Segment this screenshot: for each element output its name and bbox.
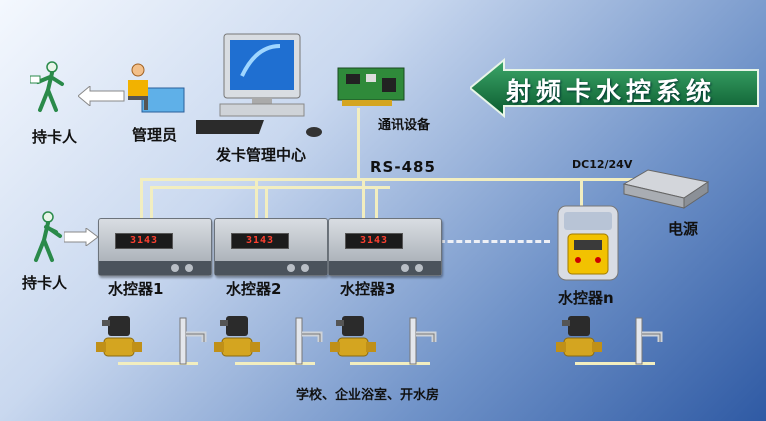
bus-line-mid	[150, 186, 390, 189]
controller-1-display: 3143	[115, 233, 173, 249]
computer-icon	[196, 33, 322, 137]
solenoid-valve-1-icon	[96, 316, 142, 357]
cardholder-bottom-icon	[34, 211, 62, 262]
water-line-1	[118, 362, 198, 365]
power-spec-label: DC12/24V	[572, 158, 633, 171]
controller-3-button	[415, 264, 423, 272]
solenoid-valve-2-icon	[214, 316, 260, 357]
drop-3b	[375, 186, 378, 218]
cardholder-top-icon	[30, 61, 64, 112]
arrow-to-cardholder-icon	[78, 86, 125, 106]
card-center-label: 发卡管理中心	[216, 146, 307, 164]
power-supply-icon	[622, 169, 710, 209]
faucet-n-icon	[635, 317, 663, 365]
arrow-to-controller-icon	[64, 228, 98, 246]
admin-icon	[128, 63, 185, 113]
drop-n	[580, 178, 583, 208]
cardholder-bottom-label: 持卡人	[22, 274, 68, 292]
controller-1-label: 水控器1	[108, 280, 164, 298]
faucet-2-icon	[295, 317, 323, 365]
controller-3-display: 3143	[345, 233, 403, 249]
solenoid-valve-n-icon	[556, 316, 602, 357]
controller-2-strip	[215, 261, 327, 275]
admin-label: 管理员	[132, 126, 178, 144]
title-text: 射频卡水控系统	[506, 77, 717, 106]
power-label: 电源	[668, 220, 699, 238]
controller-3-strip	[329, 261, 441, 275]
bus-line-top	[140, 178, 660, 181]
water-line-2	[235, 362, 315, 365]
more-controllers-dashes	[430, 240, 550, 243]
comm-card-icon	[337, 67, 405, 106]
title-banner	[470, 57, 759, 119]
water-line-3	[350, 362, 430, 365]
water-line-n	[575, 362, 655, 365]
controller-1-button	[171, 264, 179, 272]
drop-1b	[150, 186, 153, 218]
comm-riser	[357, 108, 360, 180]
comm-device-label: 通讯设备	[378, 118, 431, 133]
controller-1-button	[185, 264, 193, 272]
drop-1a	[140, 178, 143, 218]
controller-2-button	[287, 264, 295, 272]
controller-2: 3143	[214, 218, 328, 276]
controller-n-label: 水控器n	[558, 289, 614, 307]
controller-1-strip	[99, 261, 211, 275]
faucet-3-icon	[409, 317, 437, 365]
drop-3a	[362, 178, 365, 218]
controller-2-label: 水控器2	[226, 280, 282, 298]
controller-3-label: 水控器3	[340, 280, 396, 298]
faucet-1-icon	[179, 317, 207, 365]
power-feed	[600, 178, 660, 181]
drop-2b	[265, 186, 268, 218]
controller-3: 3143	[328, 218, 442, 276]
controller-3-button	[401, 264, 409, 272]
solenoid-valve-3-icon	[330, 316, 376, 357]
cardholder-top-label: 持卡人	[32, 128, 78, 146]
controller-n-icon	[557, 205, 619, 281]
controller-1: 3143	[98, 218, 212, 276]
controller-2-display: 3143	[231, 233, 289, 249]
bus-label: RS-485	[370, 158, 436, 176]
drop-2a	[255, 178, 258, 218]
applications-label: 学校、企业浴室、开水房	[296, 388, 440, 403]
controller-2-button	[301, 264, 309, 272]
